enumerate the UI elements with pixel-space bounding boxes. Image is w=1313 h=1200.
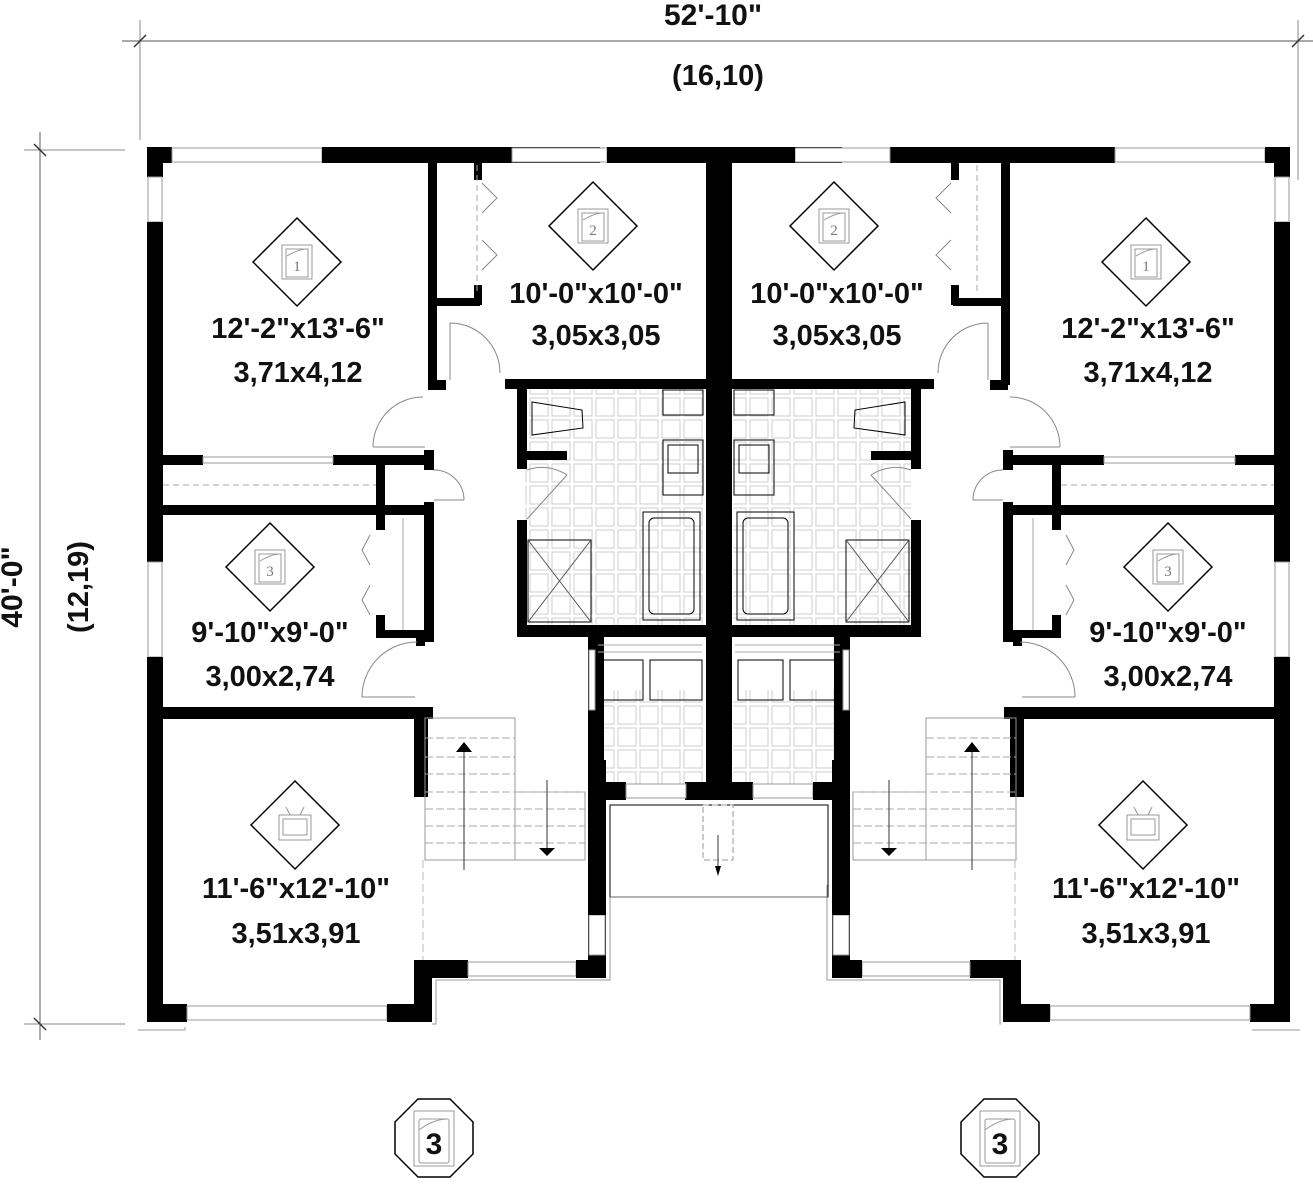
overall-depth-metric: (12,19) <box>63 541 95 633</box>
tv-icon <box>278 806 312 841</box>
svg-text:2: 2 <box>589 223 597 239</box>
left-bedroom-2-badge: 2 <box>547 180 639 272</box>
down-arrow-icon <box>539 848 555 856</box>
sink-icon <box>662 439 704 496</box>
bedroom-count-badge-right: 3 <box>960 1098 1040 1178</box>
right-family-room-size-metric: 3,51x3,91 <box>1081 918 1210 950</box>
bed-icon <box>577 208 609 244</box>
svg-text:3: 3 <box>266 564 274 580</box>
walls <box>138 147 1300 1031</box>
bed-icon <box>1130 244 1162 280</box>
left-family-room-badge <box>249 779 341 871</box>
toilet-icon <box>531 401 584 436</box>
svg-text:3: 3 <box>426 1128 443 1161</box>
right-bedroom-1-size-imperial: 12'-2"x13'-6" <box>1061 313 1235 345</box>
right-bedroom-3-size-imperial: 9'-10"x9'-0" <box>1089 617 1246 649</box>
svg-text:3: 3 <box>1164 564 1172 580</box>
svg-text:3: 3 <box>992 1128 1009 1161</box>
right-bedroom-1-size-metric: 3,71x4,12 <box>1083 357 1212 389</box>
right-bathroom-floor <box>733 388 911 628</box>
overall-width-metric: (16,10) <box>672 60 764 92</box>
width-dimension: 52'-10" (16,10) <box>122 0 1313 180</box>
bed-icon <box>254 549 286 585</box>
right-bedroom-3-size-metric: 3,00x2,74 <box>1103 661 1232 693</box>
bathtub-icon <box>642 511 701 621</box>
left-bedroom-1-badge: 1 <box>251 216 343 308</box>
tv-icon <box>1126 806 1160 841</box>
right-stairs <box>852 717 1017 960</box>
right-family-room-badge <box>1097 779 1189 871</box>
bedroom-count-icon <box>413 1110 455 1167</box>
right-bedroom-2-size-metric: 3,05x3,05 <box>772 320 901 352</box>
left-bedroom-3-badge: 3 <box>224 521 316 613</box>
up-arrow-icon <box>456 742 472 752</box>
left-stairs <box>422 717 586 960</box>
left-bedroom-2-size-imperial: 10'-0"x10'-0" <box>509 278 683 310</box>
room-labels: 12'-2"x13'-6" 3,71x4,12 10'-0"x10'-0" 3,… <box>191 278 1246 950</box>
down-arrow-icon <box>881 848 897 856</box>
left-bathroom-floor <box>525 388 703 628</box>
left-bedroom-3-size-imperial: 9'-10"x9'-0" <box>191 617 348 649</box>
bedroom-count-badge-left: 3 <box>394 1098 474 1178</box>
left-bedroom-1-size-metric: 3,71x4,12 <box>233 357 362 389</box>
left-bedroom-3-size-metric: 3,00x2,74 <box>205 661 334 693</box>
shower-icon <box>845 539 910 623</box>
bed-icon <box>1152 549 1184 585</box>
bathtub-icon <box>736 511 795 621</box>
svg-text:2: 2 <box>830 223 838 239</box>
up-arrow-icon <box>964 742 980 752</box>
right-bathroom-fixtures <box>733 389 910 701</box>
toilet-icon <box>853 401 906 436</box>
doors <box>361 182 1076 698</box>
left-bedroom-2-size-metric: 3,05x3,05 <box>531 320 660 352</box>
left-bathroom-fixtures <box>527 389 704 701</box>
right-entry-floor <box>733 690 843 785</box>
overall-depth-imperial: 40'-0" <box>0 546 29 627</box>
bed-icon <box>281 244 313 280</box>
svg-text:1: 1 <box>1142 259 1150 275</box>
depth-dimension: 40'-0" (12,19) <box>0 132 125 1040</box>
shower-icon <box>527 539 592 623</box>
left-family-room-size-imperial: 11'-6"x12'-10" <box>202 873 390 905</box>
right-bedroom-2-size-imperial: 10'-0"x10'-0" <box>750 278 924 310</box>
left-entry-floor <box>594 690 704 785</box>
left-family-room-size-metric: 3,51x3,91 <box>231 918 360 950</box>
entry-arrow <box>702 804 734 876</box>
svg-text:1: 1 <box>293 259 301 275</box>
right-bedroom-3-badge: 3 <box>1122 521 1214 613</box>
right-bedroom-2-badge: 2 <box>788 180 880 272</box>
right-family-room-size-imperial: 11'-6"x12'-10" <box>1052 873 1240 905</box>
overall-width-imperial: 52'-10" <box>664 0 762 32</box>
bedroom-count-icon <box>979 1110 1021 1167</box>
right-bedroom-1-badge: 1 <box>1100 216 1192 308</box>
sink-icon <box>733 439 775 496</box>
left-bedroom-1-size-imperial: 12'-2"x13'-6" <box>211 313 385 345</box>
bed-icon <box>818 208 850 244</box>
